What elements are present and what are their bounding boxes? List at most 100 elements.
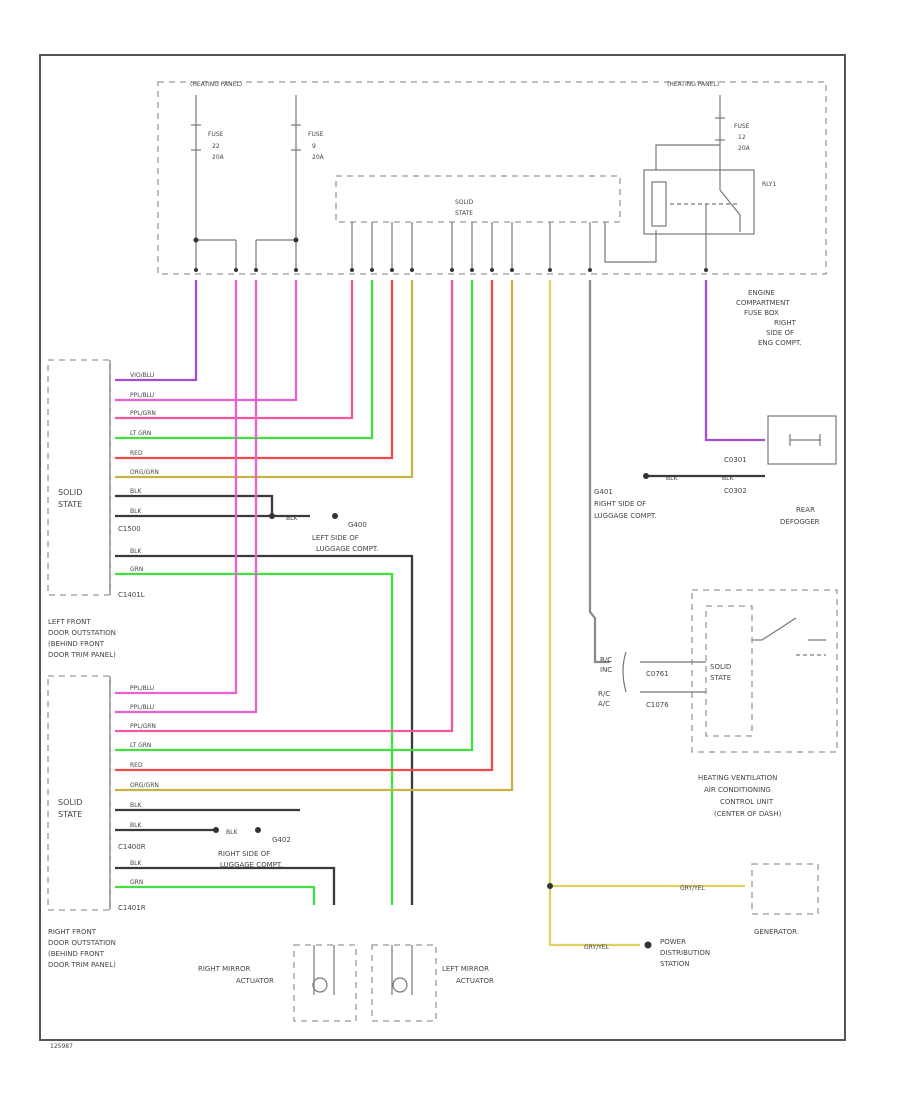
- svg-text:RIGHT: RIGHT: [774, 319, 797, 327]
- svg-text:STATE: STATE: [710, 674, 731, 682]
- pin-label: BLK: [130, 822, 142, 829]
- rear-defogger: C0301 C0302 REAR DEFOGGER: [724, 415, 837, 526]
- svg-text:BLK: BLK: [226, 829, 238, 836]
- engine-fuse-box-label: ENGINE COMPARTMENT FUSE BOX RIGHT SIDE O…: [736, 289, 802, 347]
- svg-text:A/C: A/C: [598, 700, 610, 708]
- svg-text:RIGHT SIDE OF: RIGHT SIDE OF: [218, 850, 270, 858]
- svg-text:20A: 20A: [312, 154, 325, 161]
- svg-text:COMPARTMENT: COMPARTMENT: [736, 299, 790, 307]
- svg-text:BLK: BLK: [666, 475, 678, 482]
- svg-text:DOOR OUTSTATION: DOOR OUTSTATION: [48, 629, 116, 637]
- pin-label: VIO/BLU: [130, 372, 154, 379]
- pin-label: PPL/BLU: [130, 704, 154, 711]
- ground-g402: BLK G402 RIGHT SIDE OF LUGGAGE COMPT.: [213, 827, 291, 869]
- svg-text:GENERATOR: GENERATOR: [754, 928, 797, 936]
- svg-text:C0761: C0761: [646, 670, 669, 678]
- power-distribution-station: GRY/YEL POWER DISTRIBUTION STATION: [547, 883, 710, 968]
- ground-g400: BLK G400 LEFT SIDE OF LUGGAGE COMPT.: [269, 513, 379, 553]
- svg-text:SIDE OF: SIDE OF: [766, 329, 794, 337]
- svg-text:G400: G400: [348, 521, 367, 529]
- pin-label: BLK: [130, 548, 142, 555]
- diagram-id: 125987: [50, 1043, 73, 1050]
- svg-text:RIGHT SIDE OF: RIGHT SIDE OF: [594, 500, 646, 508]
- pin-label: ORG/GRN: [130, 782, 159, 789]
- ground-g401: BLK BLK G401 RIGHT SIDE OF LUGGAGE COMPT…: [594, 473, 734, 520]
- pin-label: BLK: [130, 860, 142, 867]
- svg-text:LUGGAGE COMPT.: LUGGAGE COMPT.: [316, 545, 379, 553]
- pin-label: PPL/GRN: [130, 723, 156, 730]
- pin-label: GRN: [130, 879, 143, 886]
- svg-text:BLK: BLK: [722, 475, 734, 482]
- svg-text:REAR: REAR: [796, 506, 815, 514]
- svg-text:G401: G401: [594, 488, 613, 496]
- svg-text:LEFT FRONT: LEFT FRONT: [48, 618, 91, 626]
- svg-text:LUGGAGE COMPT.: LUGGAGE COMPT.: [220, 861, 283, 869]
- relay-rly1: FUSE 12 20A RLY1: [643, 95, 776, 268]
- svg-text:LEFT MIRROR: LEFT MIRROR: [442, 965, 489, 973]
- pin-label: LT GRN: [130, 430, 151, 437]
- svg-text:GRY/YEL: GRY/YEL: [584, 944, 610, 951]
- svg-text:ACTUATOR: ACTUATOR: [236, 977, 274, 985]
- wires-right-door: [115, 280, 514, 905]
- svg-text:AIR CONDITIONING: AIR CONDITIONING: [704, 786, 771, 794]
- svg-text:22: 22: [212, 143, 220, 150]
- pin-label: LT GRN: [130, 742, 151, 749]
- svg-text:SOLID: SOLID: [710, 663, 731, 671]
- svg-text:12: 12: [738, 134, 746, 141]
- svg-text:ACTUATOR: ACTUATOR: [456, 977, 494, 985]
- svg-text:C1400R: C1400R: [118, 843, 146, 851]
- svg-text:C1401R: C1401R: [118, 904, 146, 912]
- pin-label: PPL/GRN: [130, 410, 156, 417]
- svg-text:STATION: STATION: [660, 960, 690, 968]
- svg-text:LEFT SIDE OF: LEFT SIDE OF: [312, 534, 359, 542]
- svg-text:CONTROL UNIT: CONTROL UNIT: [720, 798, 774, 806]
- svg-text:(BEHIND FRONT: (BEHIND FRONT: [48, 950, 105, 958]
- pin-label: GRN: [130, 566, 143, 573]
- right-front-door-outstation: SOLID STATE C1400R C1401R RIGHT FRONT DO…: [47, 675, 146, 969]
- svg-text:R/C: R/C: [600, 656, 612, 664]
- svg-text:BLK: BLK: [286, 515, 298, 522]
- left-mirror-actuator: LEFT MIRROR ACTUATOR: [371, 944, 494, 1022]
- svg-text:C0302: C0302: [724, 487, 747, 495]
- svg-text:SOLID: SOLID: [455, 199, 474, 206]
- solid-state-module-top: SOLID STATE: [335, 175, 657, 268]
- svg-text:20A: 20A: [738, 145, 751, 152]
- svg-text:FUSE: FUSE: [308, 131, 324, 138]
- svg-text:9: 9: [312, 143, 316, 150]
- svg-text:C1401L: C1401L: [118, 591, 145, 599]
- pin-label: PPL/BLU: [130, 685, 154, 692]
- svg-text:GRY/YEL: GRY/YEL: [680, 885, 706, 892]
- fuse-box: (HEATING PANEL) (HEATING PANEL) FUSE 22 …: [157, 81, 827, 275]
- fuse-22: FUSE 22 20A: [191, 95, 225, 240]
- right-mirror-actuator: RIGHT MIRROR ACTUATOR: [198, 944, 357, 1022]
- diagram-frame: [39, 54, 846, 1041]
- svg-text:(HEATING PANEL): (HEATING PANEL): [667, 81, 719, 88]
- pin-label: PPL/BLU: [130, 392, 154, 399]
- svg-text:DOOR OUTSTATION: DOOR OUTSTATION: [48, 939, 116, 947]
- pin-label: BLK: [130, 508, 142, 515]
- svg-text:STATE: STATE: [455, 210, 473, 217]
- svg-text:FUSE BOX: FUSE BOX: [744, 309, 779, 317]
- left-front-door-outstation: SOLID STATE C1500 C1401L LEFT FRONT DOOR…: [47, 359, 145, 659]
- svg-text:HEATING VENTILATION: HEATING VENTILATION: [698, 774, 777, 782]
- svg-text:STATE: STATE: [58, 500, 82, 509]
- pin-label: BLK: [130, 802, 142, 809]
- svg-text:STATE: STATE: [58, 810, 82, 819]
- svg-text:(CENTER OF DASH): (CENTER OF DASH): [714, 810, 782, 818]
- svg-text:ENG COMPT.: ENG COMPT.: [758, 339, 802, 347]
- pin-label: BLK: [130, 488, 142, 495]
- svg-text:C1500: C1500: [118, 525, 141, 533]
- svg-text:DEFOGGER: DEFOGGER: [780, 518, 820, 526]
- svg-text:RIGHT MIRROR: RIGHT MIRROR: [198, 965, 250, 973]
- svg-text:POWER: POWER: [660, 938, 686, 946]
- svg-text:G402: G402: [272, 836, 291, 844]
- svg-text:RIGHT FRONT: RIGHT FRONT: [48, 928, 97, 936]
- hvac-control-unit: SOLID STATE R/C INC R/C A/C C0761 C1076 …: [598, 589, 838, 818]
- svg-text:SOLID: SOLID: [58, 488, 82, 497]
- generator: GENERATOR GRY/YEL: [680, 863, 819, 936]
- svg-text:INC: INC: [600, 666, 612, 674]
- svg-text:FUSE: FUSE: [734, 123, 750, 130]
- svg-text:DOOR TRIM PANEL): DOOR TRIM PANEL): [48, 651, 116, 659]
